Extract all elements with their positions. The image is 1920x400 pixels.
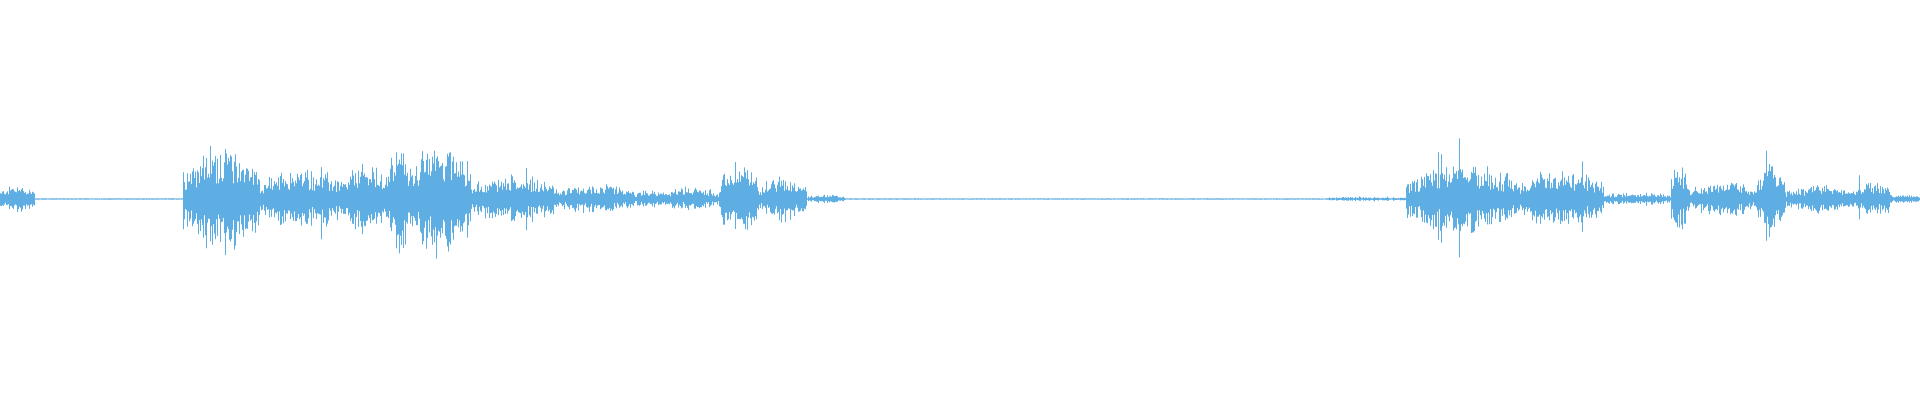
waveform-samples xyxy=(0,138,1920,259)
waveform-path xyxy=(0,138,1920,259)
